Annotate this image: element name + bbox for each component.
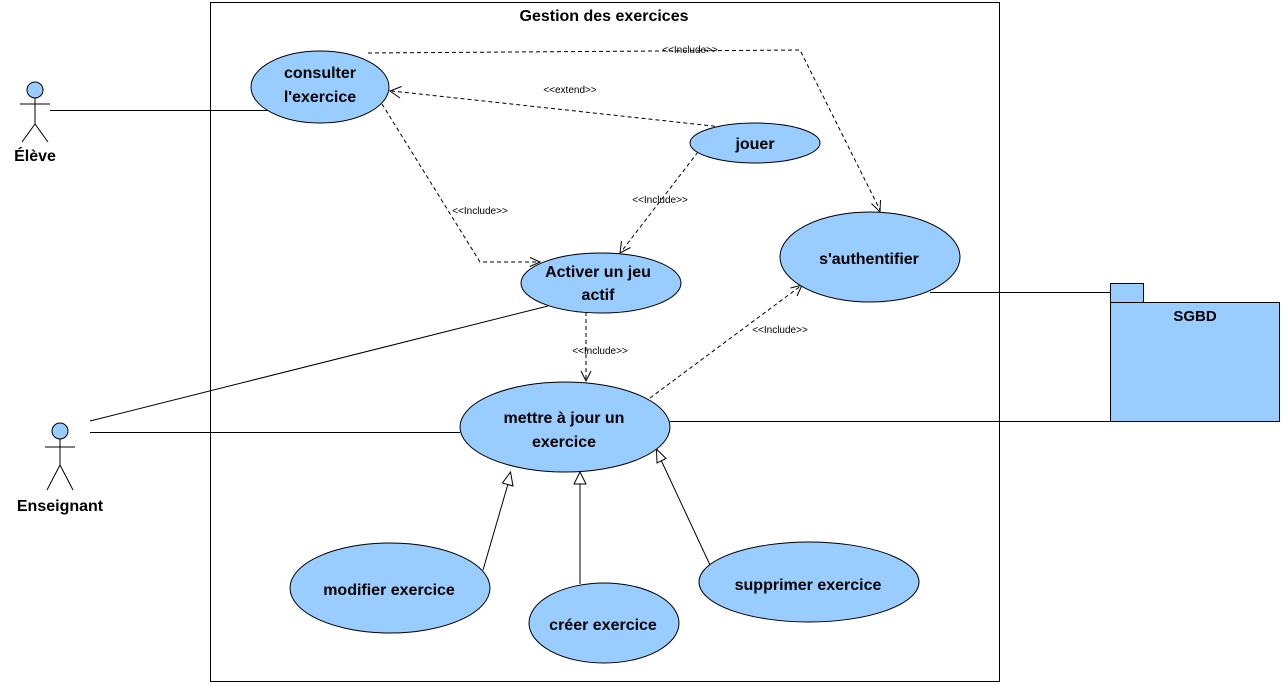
actor-eleve-leg-left (21, 123, 36, 143)
usecase-authentifier-label: s'authentifier (819, 251, 919, 268)
usecase-jouer-ellipse (689, 122, 821, 164)
include-consulter-activer-line (381, 103, 538, 263)
include-jouer-activer-line (620, 151, 699, 253)
usecase-creer-ellipse (528, 582, 680, 664)
generalization-modifier (482, 483, 509, 571)
actor-enseignant-leg-right (59, 464, 74, 491)
actor-enseignant-leg-left (46, 464, 61, 491)
generalization-modifier-triangle (501, 470, 514, 487)
usecase-mettre-a-jour-label-1: mettre à jour un (504, 410, 625, 427)
usecase-activer-label-1: Activer un jeu (545, 264, 651, 281)
actor-enseignant[interactable]: Enseignant (17, 422, 104, 515)
actor-eleve-head (26, 81, 44, 99)
usecase-supprimer-ellipse (698, 541, 920, 623)
extend-jouer-consulter-label: <<extend>> (543, 85, 597, 96)
include-maj-auth-line (649, 284, 803, 399)
include-consulter-activer-label: <<Include>> (452, 206, 508, 217)
generalization-supprimer-triangle (655, 447, 667, 464)
include-consulter-auth-label: <<Include>> (662, 45, 718, 56)
actor-eleve[interactable]: Élève (14, 81, 56, 165)
assoc-enseignant-activer (89, 305, 549, 422)
usecase-activer-ellipse (520, 252, 682, 314)
usecase-activer-label-2: actif (582, 287, 616, 304)
include-consulter-activer-arrow (529, 257, 542, 267)
include-maj-auth-label: <<Include>> (752, 325, 808, 336)
usecase-jouer-label: jouer (734, 136, 774, 153)
usecase-supprimer[interactable]: supprimer exercice (698, 541, 920, 623)
include-activer-maj-label: <<Include>> (572, 346, 628, 357)
actor-enseignant-head (51, 422, 69, 440)
usecase-consulter-label-1: consulter (284, 65, 356, 82)
usecase-mettre-a-jour-label-2: exercice (532, 434, 596, 451)
generalization-creer-triangle (573, 470, 587, 485)
usecase-authentifier[interactable]: s'authentifier (779, 211, 961, 303)
extend-jouer-consulter-arrow (388, 86, 402, 99)
usecase-consulter-label-2: l'exercice (284, 89, 356, 106)
actor-eleve-label: Élève (14, 146, 56, 165)
sgbd-package[interactable]: SGBD (1110, 283, 1280, 422)
package-tab (1110, 283, 1144, 303)
usecase-consulter[interactable]: consulter l'exercice (250, 50, 390, 124)
extend-jouer-consulter-line (391, 90, 723, 128)
usecase-activer[interactable]: Activer un jeu actif (520, 252, 682, 314)
usecase-mettre-a-jour-ellipse (459, 381, 671, 473)
usecase-creer-label: créer exercice (549, 617, 657, 634)
usecase-modifier-ellipse (289, 542, 491, 634)
generalization-supprimer (660, 459, 711, 566)
usecase-consulter-ellipse (250, 50, 390, 124)
usecase-mettre-a-jour[interactable]: mettre à jour un exercice (459, 381, 671, 473)
usecase-creer[interactable]: créer exercice (528, 582, 680, 664)
include-activer-maj-arrow (580, 370, 592, 383)
usecase-modifier-label: modifier exercice (323, 582, 455, 599)
system-title: Gestion des exercices (520, 8, 689, 25)
usecase-modifier[interactable]: modifier exercice (289, 542, 491, 634)
usecase-supprimer-label: supprimer exercice (735, 577, 882, 594)
package-label: SGBD (1173, 308, 1217, 325)
actor-eleve-leg-right (34, 123, 49, 143)
package-body (1110, 302, 1280, 422)
actor-enseignant-label: Enseignant (17, 498, 104, 515)
usecase-authentifier-ellipse (779, 211, 961, 303)
usecase-jouer[interactable]: jouer (689, 122, 821, 164)
include-jouer-activer-label: <<Include>> (632, 195, 688, 206)
include-jouer-activer-arrow (619, 240, 631, 254)
